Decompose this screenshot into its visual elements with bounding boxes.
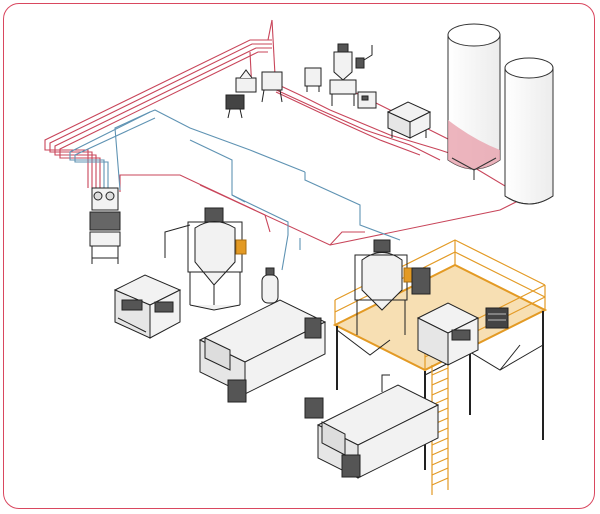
hopper-dryer-platform — [354, 239, 431, 335]
filter-unit-top — [386, 101, 432, 139]
control-cabinet-top — [357, 91, 377, 109]
dryer-platform — [416, 302, 480, 366]
injection-machine-left — [198, 267, 327, 403]
dryer-left — [113, 274, 182, 339]
vacuum-hopper-top — [329, 43, 373, 106]
injection-machine-right — [304, 374, 440, 479]
conveying-station-top-left — [225, 69, 283, 119]
small-dryer-top — [304, 67, 322, 92]
hopper-dryer-left — [164, 207, 247, 311]
chiller-platform — [485, 307, 509, 329]
silo-left — [447, 23, 501, 180]
central-distribution-station — [89, 187, 121, 264]
silo-right — [504, 57, 554, 205]
blue-pipe-network — [69, 109, 401, 271]
